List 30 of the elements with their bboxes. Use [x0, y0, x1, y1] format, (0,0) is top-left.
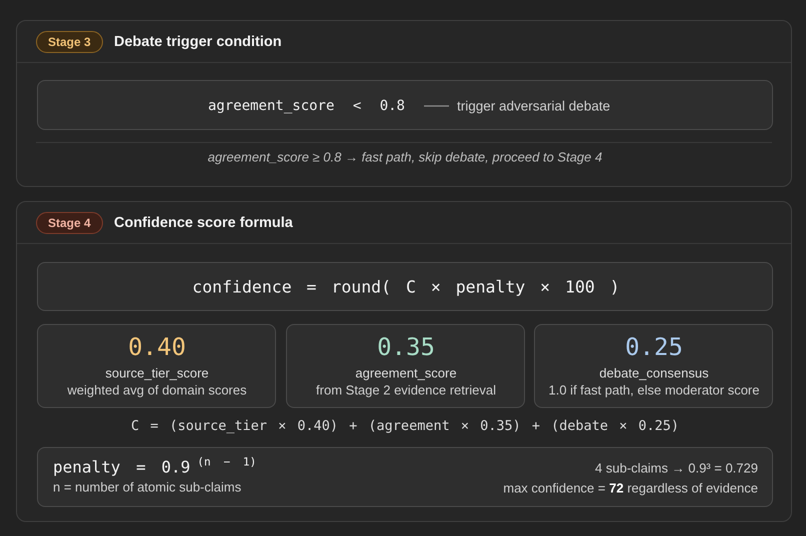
- condition-note: trigger adversarial debate: [457, 98, 610, 114]
- score-description: weighted avg of domain scores: [67, 382, 247, 398]
- weight-formula: C = (source_tier × 0.40) + (agreement × 0.35) + (debate × 0.25): [130, 418, 680, 434]
- panel-title: Confidence score formula: [114, 215, 293, 231]
- fast-path-note: agreement_score ≥ 0.8 → fast path, skip debate, proceed to Stage 4: [208, 150, 602, 164]
- score-description: 1.0 if fast path, else moderator score: [548, 382, 760, 398]
- penalty-formula: penalty = 0.9$^{(n − 1)}$: [53, 458, 256, 476]
- score-name: debate_consensus: [599, 366, 709, 380]
- penalty-note: n = number of atomic sub-claims: [53, 480, 242, 494]
- weight-card: [37, 324, 276, 408]
- panel-title: Debate trigger condition: [114, 34, 282, 50]
- stage-panel: [16, 20, 792, 187]
- stage-badge: Stage 3: [36, 31, 103, 53]
- stage-panel: [16, 201, 792, 522]
- weight-value: 0.40: [128, 333, 186, 361]
- score-name: agreement_score: [355, 366, 457, 380]
- score-name: source_tier_score: [105, 366, 209, 380]
- condition-formula: agreement_score < 0.8: [208, 98, 405, 114]
- score-description: from Stage 2 evidence retrieval: [316, 382, 496, 398]
- weight-card: [534, 324, 773, 408]
- max-confidence-note: max confidence = 72 regardless of evidence: [503, 480, 758, 496]
- formula-box: [37, 262, 773, 311]
- example-note: 4 sub-claims → 0.9³ = 0.729: [595, 460, 758, 476]
- weight-card: [286, 324, 525, 408]
- penalty-box: [37, 447, 773, 507]
- confidence-formula: confidence = round( C × penalty × 100 ): [192, 278, 620, 296]
- weight-value: 0.25: [625, 333, 683, 361]
- condition-box: [37, 80, 773, 130]
- stage-badge: Stage 4: [36, 212, 103, 234]
- weight-value: 0.35: [377, 333, 435, 361]
